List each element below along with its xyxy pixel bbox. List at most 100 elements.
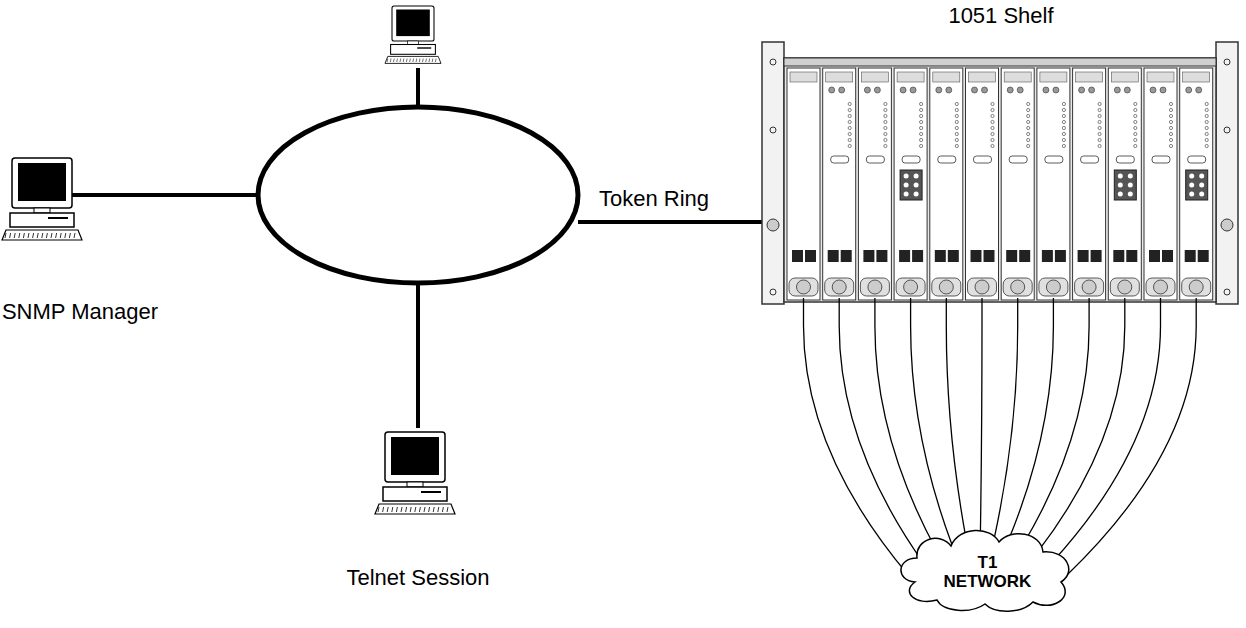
drawing-stroke xyxy=(920,108,923,111)
drawing-stroke xyxy=(387,59,389,63)
ring-drop xyxy=(72,193,258,197)
drawing-stroke xyxy=(433,507,434,512)
drawing-stroke xyxy=(1134,108,1137,111)
equipment-shelf: 1051 Shelf xyxy=(762,4,1240,298)
drawing-stroke xyxy=(1160,87,1166,93)
t1-line xyxy=(1037,298,1124,552)
drawing-stroke xyxy=(1169,132,1172,135)
ring-drop xyxy=(416,68,420,107)
drawing-stroke xyxy=(383,487,447,501)
ring-drop xyxy=(578,220,766,224)
drawing-stroke xyxy=(1091,250,1102,262)
t1-line xyxy=(911,298,952,544)
drawing-stroke xyxy=(383,507,384,512)
drawing-stroke xyxy=(1147,72,1174,82)
drawing-stroke xyxy=(904,183,909,188)
drawing-stroke xyxy=(1001,68,1034,300)
drawing-stroke xyxy=(1199,174,1204,179)
drawing-stroke xyxy=(1188,156,1206,163)
drawing-stroke xyxy=(914,183,919,188)
drawing-stroke xyxy=(972,87,978,93)
drawing-stroke xyxy=(966,68,999,300)
drawing-stroke xyxy=(416,59,418,63)
drawing-stroke xyxy=(1118,183,1123,188)
drawing-stroke xyxy=(422,59,424,63)
line-card xyxy=(1144,68,1177,300)
drawing-stroke xyxy=(787,68,820,300)
drawing-stroke xyxy=(884,114,887,117)
drawing-stroke xyxy=(848,126,851,129)
drawing-stroke xyxy=(412,59,414,63)
drawing-stroke xyxy=(1205,102,1208,105)
drawing-stroke xyxy=(1089,87,1095,93)
drawing-stroke xyxy=(419,59,421,63)
drawing-stroke xyxy=(1205,114,1208,117)
drawing-stroke xyxy=(1039,278,1068,296)
drawing-stroke xyxy=(1183,72,1210,82)
drawing-stroke xyxy=(46,233,47,238)
drawing-stroke xyxy=(955,114,958,117)
drawing-stroke xyxy=(1116,156,1134,163)
drawing-stroke xyxy=(1042,250,1053,262)
drawing-stroke xyxy=(805,250,816,262)
drawing-stroke xyxy=(1169,108,1172,111)
drawing-stroke xyxy=(1146,278,1175,296)
drawing-stroke xyxy=(897,72,924,82)
drawing-stroke xyxy=(790,72,817,82)
drawing-stroke xyxy=(19,233,20,238)
drawing-stroke xyxy=(1079,87,1085,93)
drawing-stroke xyxy=(1098,108,1101,111)
t1-line xyxy=(804,298,910,576)
drawing-stroke xyxy=(392,6,434,41)
drawing-stroke xyxy=(948,250,959,262)
drawing-stroke xyxy=(1144,68,1177,300)
drawing-stroke xyxy=(1062,102,1065,105)
drawing-stroke xyxy=(920,120,923,123)
drawing-stroke xyxy=(37,233,38,238)
drawing-stroke xyxy=(1053,87,1059,93)
drawing-stroke xyxy=(839,87,845,93)
t1-line xyxy=(995,298,1018,536)
drawing-stroke xyxy=(896,278,925,296)
drawing-stroke xyxy=(914,174,919,179)
drawing-stroke xyxy=(432,59,434,63)
drawing-stroke xyxy=(900,87,906,93)
drawing-stroke xyxy=(1098,132,1101,135)
t1-line xyxy=(1066,298,1196,576)
drawing-stroke xyxy=(1134,138,1137,141)
drawing-stroke xyxy=(396,507,397,512)
cloud-label: T1 NETWORK xyxy=(933,554,1043,591)
drawing-stroke xyxy=(789,278,818,296)
drawing-stroke xyxy=(1199,192,1204,197)
drawing-stroke xyxy=(10,213,74,227)
drawing-stroke xyxy=(415,507,416,512)
drawing-stroke xyxy=(48,217,68,219)
drawing-stroke xyxy=(1199,183,1204,188)
drawing-stroke xyxy=(884,108,887,111)
device-label: SNMP Manager xyxy=(0,300,160,324)
drawing-stroke xyxy=(1040,72,1067,82)
shelf-heading: 1051 Shelf xyxy=(762,4,1240,28)
drawing-stroke xyxy=(74,233,75,238)
drawing-stroke xyxy=(1205,138,1208,141)
drawing-stroke xyxy=(1081,156,1099,163)
drawing-stroke xyxy=(1019,250,1030,262)
drawing-stroke xyxy=(920,126,923,129)
drawing-stroke xyxy=(1205,144,1208,147)
t1-line xyxy=(1009,298,1053,539)
drawing-stroke xyxy=(894,68,927,300)
drawing-stroke xyxy=(991,108,994,111)
drawing-stroke xyxy=(991,144,994,147)
drawing-stroke xyxy=(14,233,15,238)
drawing-stroke xyxy=(1062,114,1065,117)
drawing-stroke xyxy=(874,87,880,93)
drawing-stroke xyxy=(435,59,437,63)
drawing-stroke xyxy=(914,192,919,197)
drawing-stroke xyxy=(933,72,960,82)
drawing-stroke xyxy=(884,138,887,141)
device-name: Telnet Session xyxy=(330,566,506,590)
drawing-stroke xyxy=(955,144,958,147)
drawing-stroke xyxy=(1169,138,1172,141)
link-label: Token Ring xyxy=(596,186,712,212)
